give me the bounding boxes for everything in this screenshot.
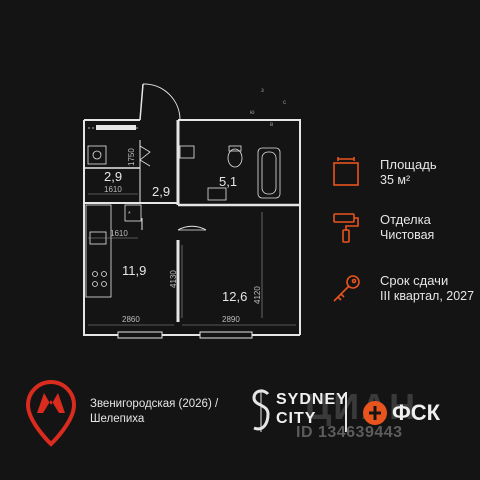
dim-2890: 2890 [222,315,240,324]
compass-e: с [283,100,286,106]
brand-sydney-line1: SYDNEY [276,391,348,408]
fsk-logo-icon [363,401,387,425]
dim-4120: 4120 [253,286,262,304]
room-area-wardrobe: 2,9 [104,169,122,184]
compass-s: ю [250,110,255,116]
info-finishing-value: Чистовая [380,228,435,242]
room-area-room: 12,6 [222,289,247,304]
paint-roller-icon [333,213,359,243]
metro-logo-icon [25,380,77,447]
info-area-value: 35 м² [380,173,411,187]
brand-sydney-line2: CITY [276,410,317,427]
info-finishing-label: Отделка [380,212,431,227]
room-area-hall: 2,9 [152,184,170,199]
watermark-logo: ЦИАН [305,386,418,427]
key-icon [333,275,360,302]
compass-n: з [261,88,264,94]
room-area-bath: 5,1 [219,174,237,189]
brand-fsk: ФСК [392,400,441,425]
dim-4130: 4130 [169,270,178,288]
dim-1610-b: 1610 [110,229,128,238]
dim-1610-a: 1610 [104,185,122,194]
watermark-id: ID 134639443 [296,424,403,441]
brand-divider [345,392,347,432]
mark-star: * [128,211,131,218]
info-deadline-value: III квартал, 2027 [380,289,475,303]
compass-w: в [270,122,273,128]
info-deadline-label: Срок сдачи [380,273,449,288]
dim-1750: 1750 [127,148,136,166]
sydney-city-logo-icon [252,389,270,432]
info-area-label: Площадь [380,157,437,172]
room-area-kitchen: 11,9 [122,263,146,278]
dim-2860: 2860 [122,315,140,324]
brand-sydney: SYDNEY CITY [276,390,348,428]
metro-station: Звенигородская (2026) / Шелепиха [90,398,219,425]
area-icon [333,157,359,186]
